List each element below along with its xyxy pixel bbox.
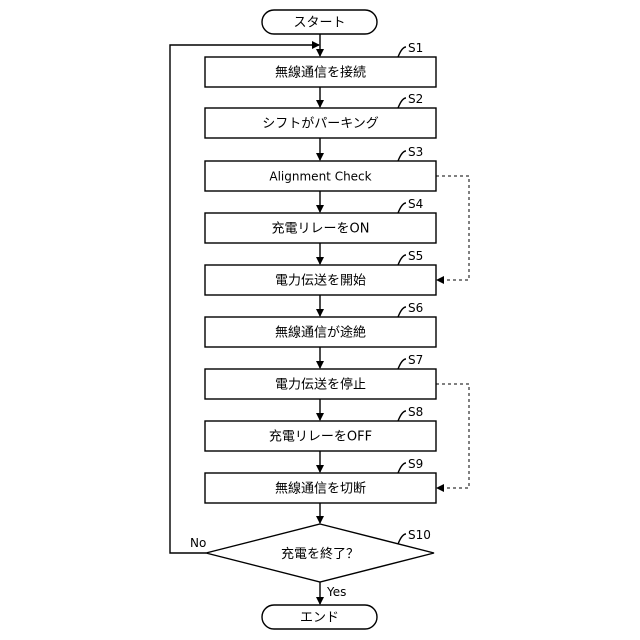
step-s9-id: S9 <box>408 457 423 471</box>
skip-s7-to-s9-arrow <box>436 384 469 488</box>
step-s6-label: 無線通信が途絶 <box>275 325 366 341</box>
decision-s10: 充電を終了？ S10 No Yes <box>190 524 434 599</box>
step-s8-label: 充電リレーをOFF <box>269 429 372 445</box>
step-s7-id: S7 <box>408 353 423 367</box>
step-s9-label: 無線通信を切断 <box>275 481 366 497</box>
step-s2-id: S2 <box>408 92 423 106</box>
step-s2-label: シフトがパーキング <box>262 117 379 132</box>
decision-yes-label: Yes <box>326 585 346 599</box>
step-s6-id: S6 <box>408 301 423 315</box>
decision-id: S10 <box>408 528 431 542</box>
decision-no-label: No <box>190 536 206 550</box>
step-s5-label: 電力伝送を開始 <box>275 274 366 289</box>
step-s7-label: 電力伝送を停止 <box>275 377 366 393</box>
step-s4-id: S4 <box>408 197 423 211</box>
step-s3-id: S3 <box>408 145 423 159</box>
step-s4-label: 充電リレーをON <box>272 221 370 237</box>
end-terminal: エンド <box>262 605 377 629</box>
skip-s3-to-s5-arrow <box>436 176 469 280</box>
start-label: スタート <box>293 16 345 31</box>
step-s8-id: S8 <box>408 405 423 419</box>
decision-label: 充電を終了？ <box>281 546 359 562</box>
end-label: エンド <box>300 611 339 626</box>
start-terminal: スタート <box>262 10 377 34</box>
step-s1-id: S1 <box>408 41 423 55</box>
step-s5-id: S5 <box>408 249 423 263</box>
step-s1-label: 無線通信を接続 <box>275 65 366 81</box>
step-s3-label: Alignment Check <box>269 170 371 184</box>
